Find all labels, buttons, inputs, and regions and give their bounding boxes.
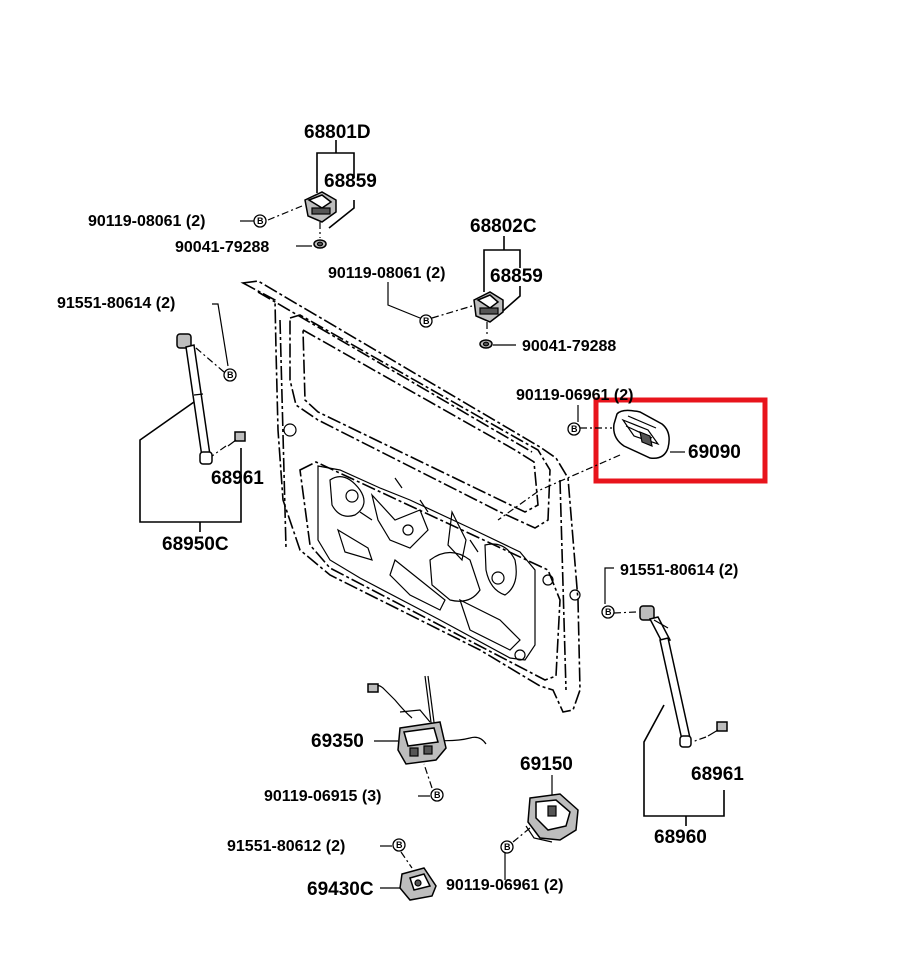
bolt-marker-icon: B [500,840,514,854]
bolt-marker-icon: B [567,422,581,436]
gas-strut-part [639,605,692,748]
stopper-part [304,191,337,223]
bolt-marker-label: B [257,216,264,226]
part-label-68961-left: 68961 [211,468,264,489]
bolt-marker-icon: B [392,838,406,852]
bolt-marker-label: B [423,316,430,326]
part-label-68961-right: 68961 [691,764,744,785]
bolt-marker-icon: B [430,788,444,802]
part-label-68960: 68960 [654,827,707,848]
part-label-90041-79288-upper: 90041-79288 [175,239,269,256]
part-label-90119-06961-lower: 90119-06961 (2) [446,877,563,894]
lock-group-69350: 69350 90119-06915 (3) B [264,675,487,805]
gas-strut-part [176,333,213,465]
stopper-part [473,291,504,323]
bolt-marker-icon: B [419,314,433,328]
bolt-marker-icon: B [223,368,237,382]
highlight-box [593,397,768,484]
part-label-68801D: 68801D [304,122,371,143]
part-label-90119-08061-lower: 90119-08061 (2) [328,265,445,282]
back-door-panel [240,280,581,713]
bolt-marker-label: B [571,424,578,434]
part-label-69150: 69150 [520,754,573,775]
part-label-69430C: 69430C [307,879,374,900]
part-label-68859-lower: 68859 [490,266,543,287]
part-label-68859-upper: 68859 [324,171,377,192]
part-label-90041-79288-lower: 90041-79288 [522,338,616,355]
bolt-marker-label: B [227,370,234,380]
part-label-91551-80612: 91551-80612 (2) [227,838,345,855]
part-label-68802C: 68802C [470,216,537,237]
stopper-group-68801D: 68801D 68859 B 90119-08061 (2) 90041-792… [88,122,377,256]
bolt-marker-icon: B [601,605,615,619]
part-label-91551-80614-left: 91551-80614 (2) [57,295,175,312]
handle-group-69090: 90119-06961 (2) B 69090 [497,387,741,521]
bolt-marker-label: B [434,790,441,800]
bolt-marker-icon: B [253,214,267,228]
latch-part [525,793,579,843]
part-label-68950C: 68950C [162,534,229,555]
part-label-90119-06915: 90119-06915 (3) [264,788,381,805]
part-label-91551-80614-right: 91551-80614 (2) [620,562,738,579]
latch-group-69150: 69150 90119-06961 (2) B [446,754,579,894]
stopper-group-68802C: 68802C 68859 90119-08061 (2) B 90041-792… [328,216,616,355]
bolt-marker-label: B [605,607,612,617]
bolt-marker-label: B [396,840,403,850]
striker-part [399,867,437,901]
striker-group-69430C: 91551-80612 (2) B 69430C [227,838,437,901]
bolt-icon [227,431,246,447]
door-handle-part [612,409,670,460]
bolt-icon [707,721,728,737]
part-label-90119-08061-upper: 90119-08061 (2) [88,213,205,230]
part-label-90119-06961-upper: 90119-06961 (2) [516,387,633,404]
door-lock-part [367,675,487,765]
part-label-69350: 69350 [311,731,364,752]
gas-strut-right-group: 91551-80614 (2) B 68961 68960 [601,562,744,848]
bolt-marker-label: B [504,842,511,852]
nut-icon [313,239,327,249]
gas-strut-left-group: 91551-80614 (2) B 68961 68950C [57,295,264,555]
part-label-69090: 69090 [688,442,741,463]
nut-icon [479,339,493,349]
